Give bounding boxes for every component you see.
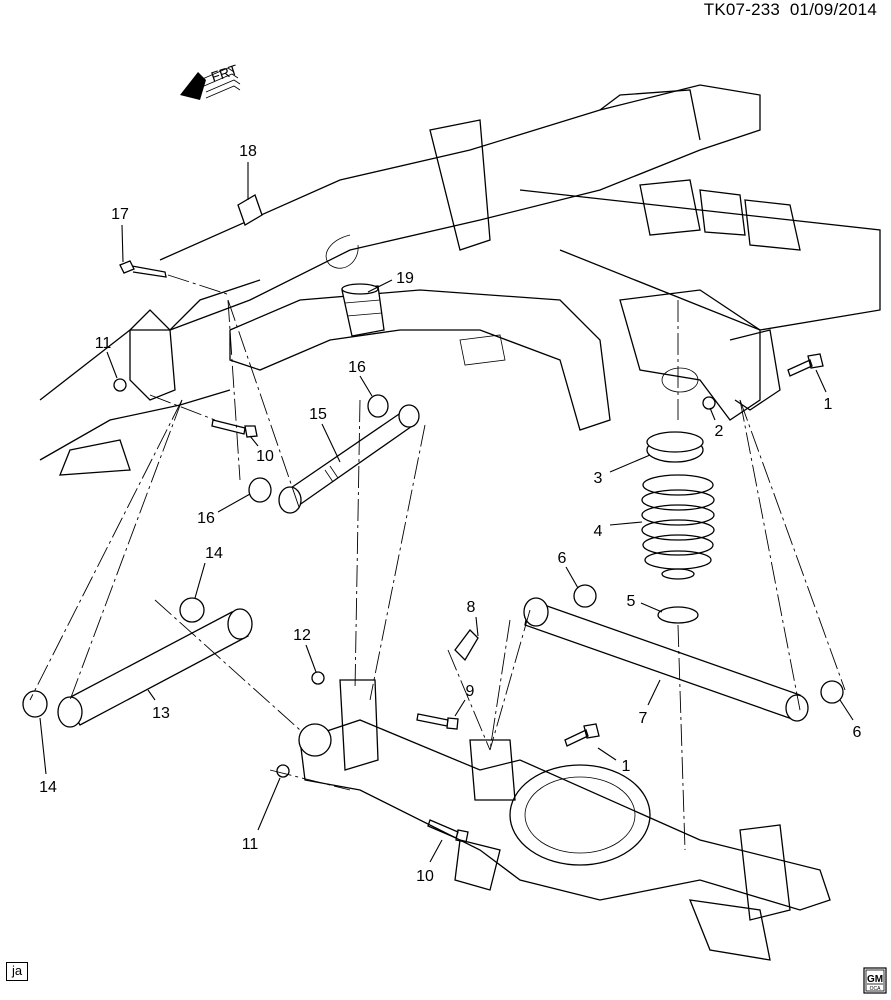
part-bushing-6 <box>573 584 597 608</box>
callout: 5 <box>627 593 636 610</box>
part-clip <box>237 194 263 226</box>
callout: 10 <box>416 868 434 885</box>
callout: 1 <box>824 396 833 413</box>
svg-text:GM: GM <box>867 974 883 985</box>
callout: 4 <box>594 523 603 540</box>
part-bolt-10 <box>211 419 258 438</box>
callout: 18 <box>239 143 257 160</box>
part-bolt-1 <box>564 723 600 747</box>
part-nut-11 <box>113 378 127 392</box>
diagram-id: TK07-233 <box>703 0 781 19</box>
part-coil-spring <box>641 474 715 580</box>
vehicle-frame <box>39 84 881 476</box>
part-upper-insulator <box>646 431 704 463</box>
callout: 6 <box>558 550 567 567</box>
callout: 17 <box>111 206 129 223</box>
part-bushing-6 <box>820 680 844 704</box>
part-bolt-1 <box>787 353 824 377</box>
callout: 19 <box>396 270 414 287</box>
callout: 15 <box>309 406 327 423</box>
callout: 10 <box>256 448 274 465</box>
callouts: 18 17 19 11 16 15 10 16 1 2 3 4 6 14 8 5… <box>39 143 861 885</box>
part-bushing-14 <box>22 690 48 718</box>
diagram-date: 01/09/2014 <box>789 0 877 19</box>
gm-logo: GM OCA <box>863 967 887 994</box>
part-lower-control-arm-left <box>57 608 253 728</box>
alignment-lines <box>29 274 846 851</box>
callout: 6 <box>853 724 862 741</box>
part-nut-12 <box>311 671 325 685</box>
part-lower-control-arm-right <box>523 597 809 722</box>
callout: 14 <box>39 779 57 796</box>
callout: 14 <box>205 545 223 562</box>
callout: 3 <box>594 470 603 487</box>
rear-axle-housing <box>298 679 831 961</box>
front-arrow-icon: FRT <box>180 61 241 100</box>
callout: 13 <box>152 705 170 722</box>
artist-initials: ja <box>6 962 29 981</box>
part-bushing-16 <box>248 477 272 503</box>
part-bushing-14 <box>179 597 205 623</box>
part-upper-control-arm <box>278 404 420 514</box>
part-jounce-bumper <box>341 283 385 337</box>
part-bushing-16 <box>367 394 389 418</box>
part-bolt-17 <box>119 260 167 278</box>
diagram-id-date: TK07-233 01/09/2014 <box>704 0 877 20</box>
callout: 16 <box>348 359 366 376</box>
callout: 7 <box>639 710 648 727</box>
callout: 11 <box>242 836 259 853</box>
part-nut-2 <box>702 396 716 410</box>
callout: 2 <box>715 423 724 440</box>
callout: 12 <box>293 627 311 644</box>
part-8 <box>454 629 479 662</box>
callout: 9 <box>466 683 475 700</box>
callout: 8 <box>467 599 476 616</box>
part-lower-insulator <box>657 606 699 624</box>
callout: 11 <box>95 335 112 352</box>
svg-text:OCA: OCA <box>870 986 882 992</box>
leader-lines <box>39 162 854 863</box>
part-bolt-9 <box>416 713 459 730</box>
part-nut-11 <box>276 764 290 778</box>
callout: 16 <box>197 510 215 527</box>
part-bolt-10 <box>427 819 469 843</box>
callout: 1 <box>622 758 631 775</box>
